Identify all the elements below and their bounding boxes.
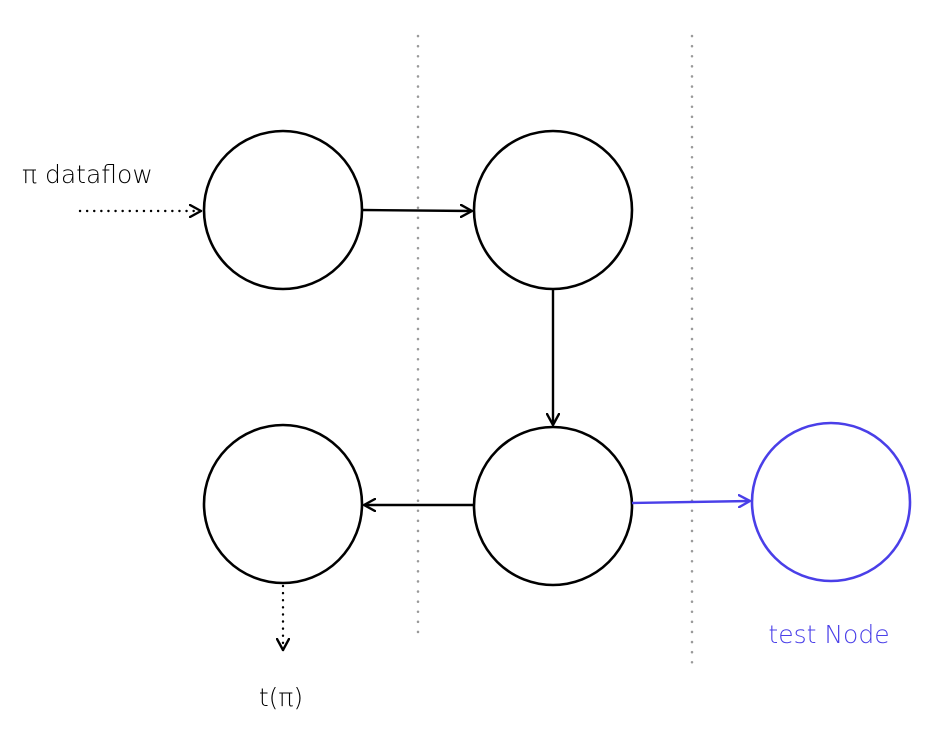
output-label: t(π) (259, 683, 303, 712)
node-1 (202, 129, 364, 291)
edge-node3-test (631, 501, 750, 503)
node-4 (202, 423, 364, 585)
node-2 (472, 129, 634, 291)
input-label: π dataflow (22, 160, 153, 189)
test-node-label: test Node (768, 620, 889, 649)
test-node (750, 421, 912, 583)
edge-node1-node2 (361, 210, 472, 211)
node-3 (472, 425, 634, 587)
